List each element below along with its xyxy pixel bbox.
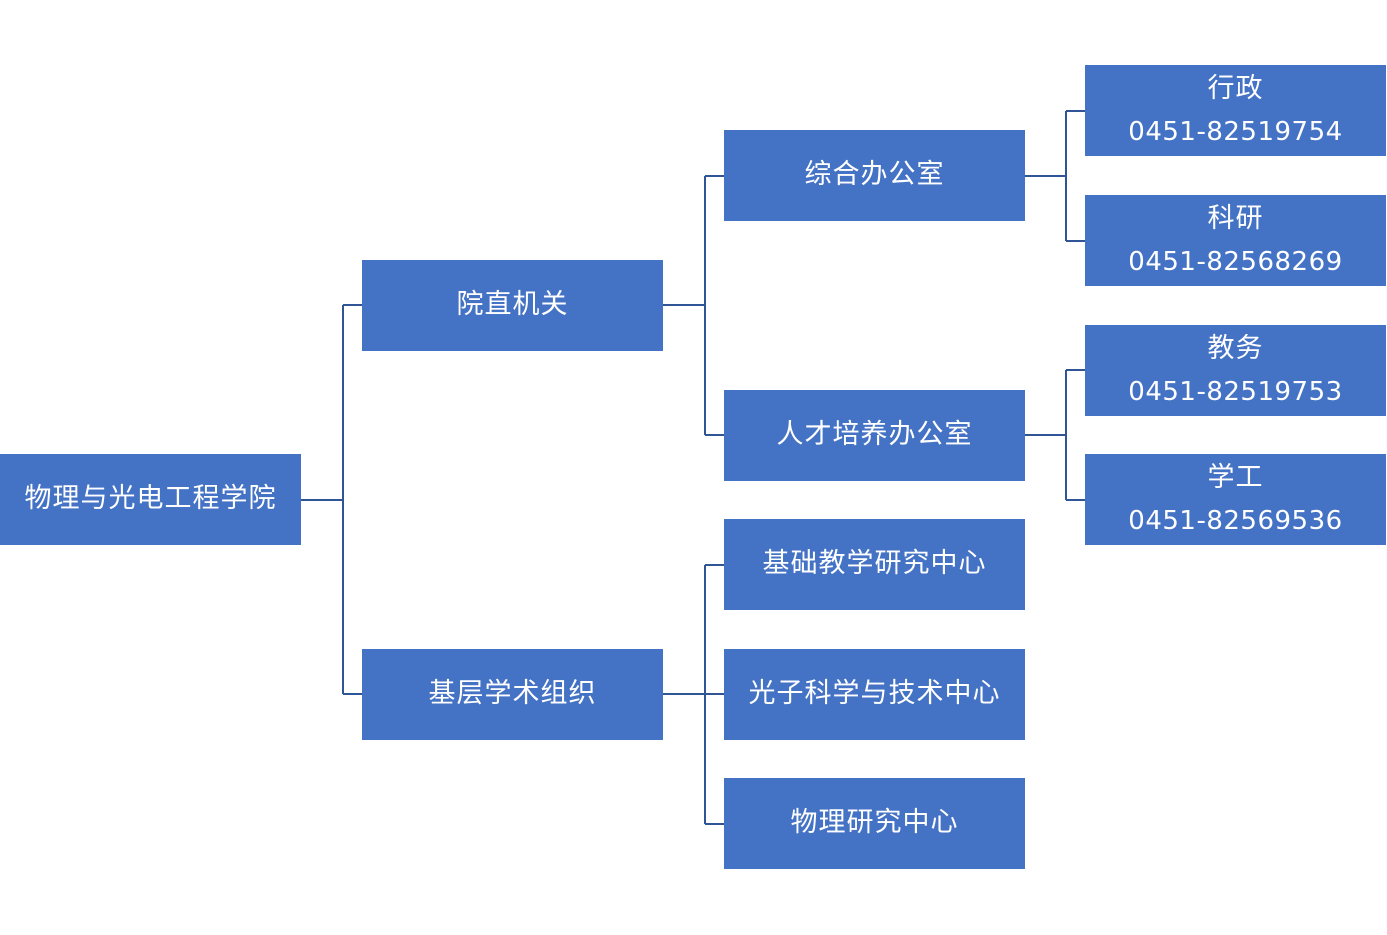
branch-node-admin: 院直机关 xyxy=(362,260,663,351)
connector-general-contacts xyxy=(1025,110,1085,242)
contact-phone: 0451-82519754 xyxy=(1128,116,1343,147)
contact-phone: 0451-82569536 xyxy=(1128,505,1343,536)
contact-phone: 0451-82568269 xyxy=(1128,246,1343,277)
root-node: 物理与光电工程学院 xyxy=(0,454,301,545)
center-node-photonics: 光子科学与技术中心 xyxy=(724,649,1025,740)
branch-label: 基层学术组织 xyxy=(428,678,597,710)
contact-label: 学工 xyxy=(1207,461,1264,493)
office-label: 综合办公室 xyxy=(804,159,945,191)
contact-node-administration: 行政 0451-82519754 xyxy=(1085,65,1386,156)
branch-node-academic: 基层学术组织 xyxy=(362,649,663,740)
contact-node-academic-affairs: 教务 0451-82519753 xyxy=(1085,325,1386,416)
connector-admin-offices xyxy=(663,175,724,436)
center-node-basic-teaching: 基础教学研究中心 xyxy=(724,519,1025,610)
office-node-general: 综合办公室 xyxy=(724,130,1025,221)
center-label: 基础教学研究中心 xyxy=(762,548,987,580)
contact-label: 科研 xyxy=(1207,202,1264,234)
root-label: 物理与光电工程学院 xyxy=(24,483,277,515)
contact-phone: 0451-82519753 xyxy=(1128,376,1343,407)
contact-node-research: 科研 0451-82568269 xyxy=(1085,195,1386,286)
contact-node-student-affairs: 学工 0451-82569536 xyxy=(1085,454,1386,545)
center-label: 光子科学与技术中心 xyxy=(748,678,1001,710)
connector-talent-contacts xyxy=(1025,369,1085,501)
connector-academic-centers xyxy=(663,564,724,825)
center-label: 物理研究中心 xyxy=(790,807,959,839)
branch-label: 院直机关 xyxy=(456,289,569,321)
contact-label: 教务 xyxy=(1207,332,1264,364)
contact-label: 行政 xyxy=(1207,72,1264,104)
office-label: 人才培养办公室 xyxy=(776,419,973,451)
center-node-physics: 物理研究中心 xyxy=(724,778,1025,869)
connector-root-branches xyxy=(301,304,362,695)
office-node-talent: 人才培养办公室 xyxy=(724,390,1025,481)
